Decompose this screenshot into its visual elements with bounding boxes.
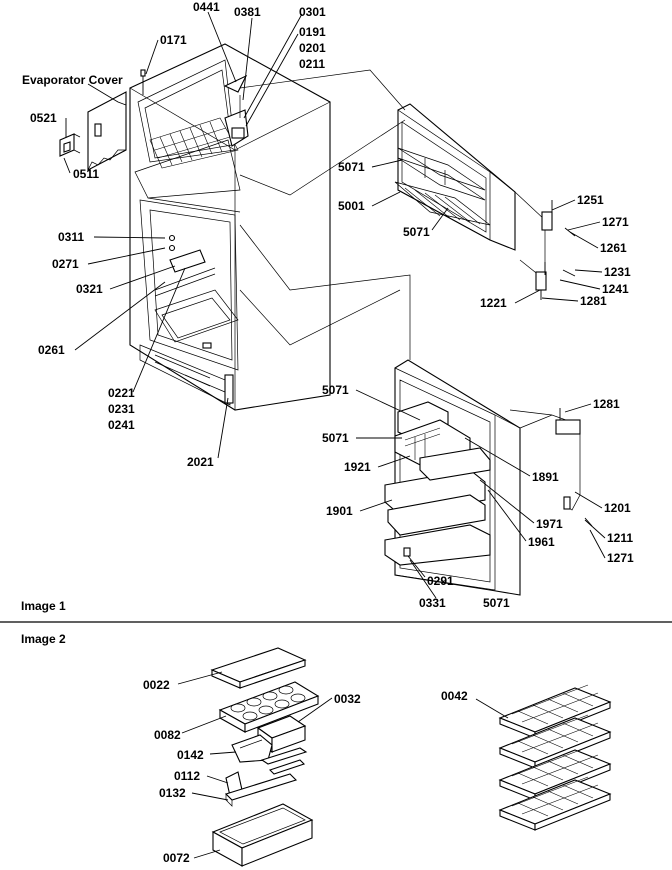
label-1961: 1961 (528, 535, 555, 549)
label-5071-e: 5071 (483, 596, 510, 610)
label-1921: 1921 (344, 460, 371, 474)
label-0261: 0261 (38, 343, 65, 357)
fresh-food-door-hinges (509, 408, 593, 527)
label-0171: 0171 (160, 33, 187, 47)
label-1971: 1971 (536, 517, 563, 531)
evaporator-cover (59, 91, 127, 171)
label-0331: 0331 (419, 596, 446, 610)
label-1261: 1261 (600, 241, 627, 255)
freezer-door (394, 103, 516, 251)
label-0201: 0201 (299, 41, 326, 55)
leader-lines-image2 (177, 671, 509, 859)
label-1271-a: 1271 (602, 215, 629, 229)
caption-image-2: Image 2 (21, 632, 66, 646)
ice-trays (498, 684, 612, 831)
label-1221: 1221 (480, 296, 507, 310)
leader-lines-image1 (63, 11, 606, 599)
label-0311: 0311 (58, 230, 84, 244)
label-0381: 0381 (234, 5, 261, 19)
label-0082: 0082 (154, 728, 181, 742)
label-1231: 1231 (604, 265, 631, 279)
label-0032: 0032 (334, 692, 361, 706)
label-5071-a: 5071 (338, 160, 365, 174)
label-0301: 0301 (299, 5, 326, 19)
caption-image-1: Image 1 (21, 599, 66, 613)
label-0022: 0022 (143, 678, 170, 692)
label-5001: 5001 (338, 199, 365, 213)
label-2021: 2021 (187, 455, 214, 469)
fresh-food-door (384, 359, 521, 596)
label-5071-c: 5071 (322, 383, 349, 397)
label-0511: 0511 (73, 167, 99, 181)
refrigerator-cabinet (129, 43, 331, 411)
label-1901: 1901 (326, 504, 353, 518)
label-0221: 0221 (108, 386, 135, 400)
label-0132: 0132 (159, 786, 186, 800)
label-0321: 0321 (76, 282, 103, 296)
label-0271: 0271 (52, 257, 79, 271)
label-0231: 0231 (108, 402, 135, 416)
label-0191: 0191 (299, 25, 326, 39)
label-1211: 1211 (607, 531, 633, 545)
label-1281-b: 1281 (593, 397, 620, 411)
label-5071-d: 5071 (322, 431, 349, 445)
labels-image1: Evaporator Cover 0441 0381 0301 0191 020… (22, 0, 634, 610)
label-1271-b: 1271 (607, 551, 634, 565)
label-0291: 0291 (427, 574, 454, 588)
label-1281-a: 1281 (580, 294, 607, 308)
label-1241: 1241 (602, 282, 629, 296)
label-0211: 0211 (299, 57, 325, 71)
label-1891: 1891 (532, 470, 559, 484)
label-0072: 0072 (163, 851, 190, 865)
label-evaporator-cover: Evaporator Cover (22, 73, 123, 87)
freezer-door-hinges (514, 191, 576, 300)
explode-lines (239, 69, 411, 360)
labels-image2: 0022 0032 0082 0142 0112 0132 0072 0042 (143, 678, 468, 865)
label-0521: 0521 (30, 111, 57, 125)
label-5071-b: 5071 (403, 225, 430, 239)
label-0112: 0112 (174, 769, 200, 783)
label-0042: 0042 (441, 689, 468, 703)
ice-accessories (210, 647, 320, 867)
label-0142: 0142 (177, 748, 204, 762)
label-0241: 0241 (108, 418, 135, 432)
label-1201: 1201 (604, 501, 631, 515)
label-1251: 1251 (577, 193, 604, 207)
label-0441: 0441 (193, 0, 220, 14)
